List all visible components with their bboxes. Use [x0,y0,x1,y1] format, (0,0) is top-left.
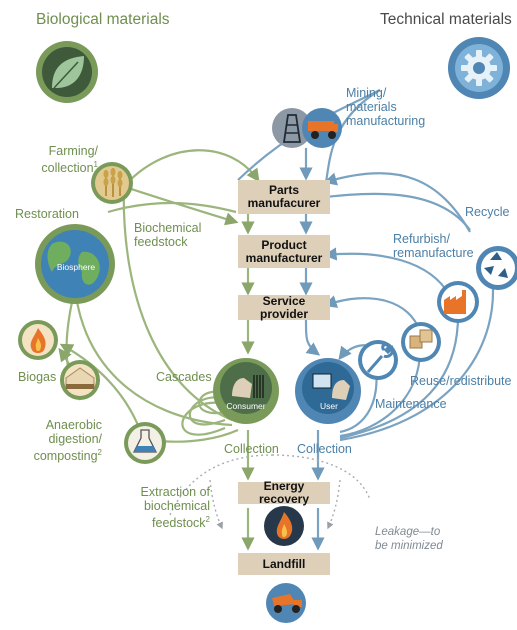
wrench-icon [358,340,398,380]
recycle-icon [476,246,517,290]
mining-truck-icon [302,108,342,148]
globe-icon [35,224,115,304]
label-leakage: Leakage—to be minimized [375,526,443,552]
label-cascades: Cascades [156,370,212,384]
label-extraction: Extraction of biochemical feedstock2 [140,485,210,531]
label-collection-right: Collection [297,442,352,456]
heading-biological: Biological materials [36,11,170,28]
leaf-icon [36,41,98,103]
wheat-icon [91,162,133,204]
label-user: User [320,401,338,411]
box-parts-manufacturer: Parts manufacurer [238,180,330,214]
box-landfill: Landfill [238,553,330,575]
box-energy-recovery: Energy recovery [238,480,330,506]
label-biochemical-feedstock: Biochemical feedstock [134,221,202,249]
label-refurbish: Refurbish/ remanufacture [393,232,474,260]
label-recycle: Recycle [465,205,510,219]
flame-icon [18,320,58,360]
leakage-flows [169,454,371,530]
label-consumer: Consumer [226,401,266,411]
user-icon [295,358,361,424]
box-service-provider: Service provider [238,294,330,320]
label-farming: Farming/ collection1 [41,144,98,176]
gear-icon [448,37,510,99]
dump-truck-icon [266,583,306,623]
factory-icon [437,281,479,323]
consumer-icon [213,358,279,424]
compost-icon [60,360,100,400]
label-restoration: Restoration [15,207,79,221]
flask-icon [124,422,166,464]
box-product-manufacturer: Product manufacturer [238,235,330,268]
heading-technical: Technical materials [380,11,512,28]
oil-rig-icon [272,108,312,148]
label-maintenance: Maintenance [375,397,447,411]
label-biogas: Biogas [18,370,57,384]
label-biosphere: Biosphere [56,262,96,272]
label-mining: Mining/ materials manufacturing [346,86,426,128]
label-anaerobic: Anaerobic digestion/ composting2 [33,418,102,464]
label-reuse: Reuse/redistribute [410,374,512,388]
fire-energy-icon [264,506,304,546]
label-collection-left: Collection [224,442,279,456]
boxes-icon [401,322,441,362]
